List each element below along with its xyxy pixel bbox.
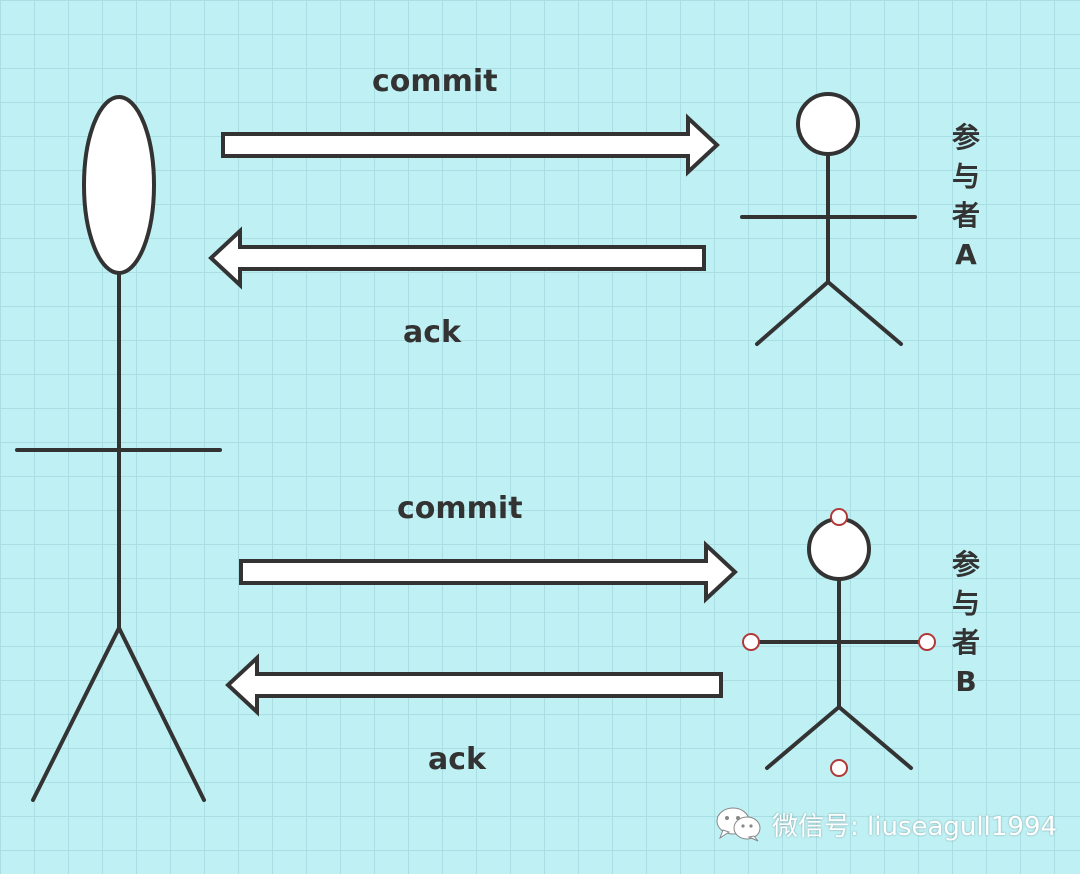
resize-handle-left[interactable] — [742, 633, 760, 651]
participant-b-head — [807, 517, 871, 581]
commit-arrow-bottom — [239, 540, 738, 604]
participant-a-char: 者 — [951, 199, 980, 232]
participant-b-label: 参 与 者 B — [946, 545, 986, 701]
commit-arrow-top — [221, 113, 720, 177]
coordinator-head — [82, 95, 156, 275]
wechat-icon — [716, 807, 761, 842]
ack-arrow-top — [208, 226, 706, 290]
participant-b-char: 参 — [951, 548, 980, 581]
coordinator-right-leg — [117, 626, 206, 802]
participant-a-char: 参 — [951, 121, 980, 154]
coordinator-left-leg — [31, 626, 121, 802]
watermark: 微信号: liuseagull1994 — [714, 804, 1057, 844]
participant-a-right-leg — [826, 280, 903, 346]
resize-handle-bottom[interactable] — [830, 759, 848, 777]
participant-a-char: A — [955, 238, 977, 271]
coordinator-figure — [15, 95, 222, 802]
commit-label-bottom: commit — [397, 491, 523, 526]
ack-arrow-bottom — [225, 653, 723, 717]
participant-b-figure[interactable] — [750, 517, 928, 770]
resize-handle-top[interactable] — [830, 508, 848, 526]
watermark-text: 微信号: liuseagull1994 — [772, 811, 1058, 842]
participant-a-left-leg — [755, 280, 830, 346]
participant-b-char: 与 — [951, 587, 980, 620]
participant-a-head — [796, 92, 860, 156]
commit-label-top: commit — [372, 64, 498, 99]
participant-b-char: 者 — [951, 626, 980, 659]
ack-label-bottom: ack — [428, 742, 486, 777]
participant-a-char: 与 — [951, 160, 980, 193]
resize-handle-right[interactable] — [918, 633, 936, 651]
participant-b-left-leg — [765, 705, 841, 770]
participant-a-figure — [740, 92, 917, 346]
participant-b-right-leg — [837, 705, 913, 770]
participant-a-label: 参 与 者 A — [946, 118, 986, 274]
ack-label-top: ack — [403, 315, 461, 350]
participant-b-char: B — [955, 665, 977, 698]
selection-handles[interactable] — [742, 508, 936, 777]
